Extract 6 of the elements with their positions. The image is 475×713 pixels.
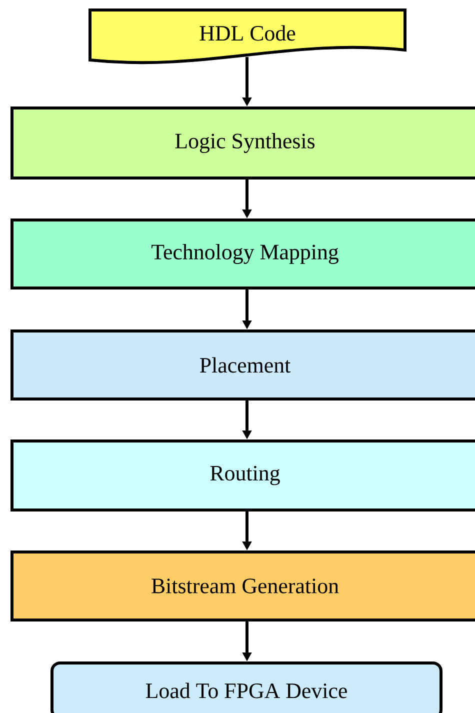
process-box: Bitstream Generation <box>10 550 475 622</box>
process-box: Logic Synthesis <box>10 106 475 180</box>
process-box: Technology Mapping <box>10 218 475 290</box>
process-box: Placement <box>10 330 475 400</box>
process-box: Routing <box>10 440 475 512</box>
terminal-box: Load To FPGA Device <box>50 662 442 713</box>
